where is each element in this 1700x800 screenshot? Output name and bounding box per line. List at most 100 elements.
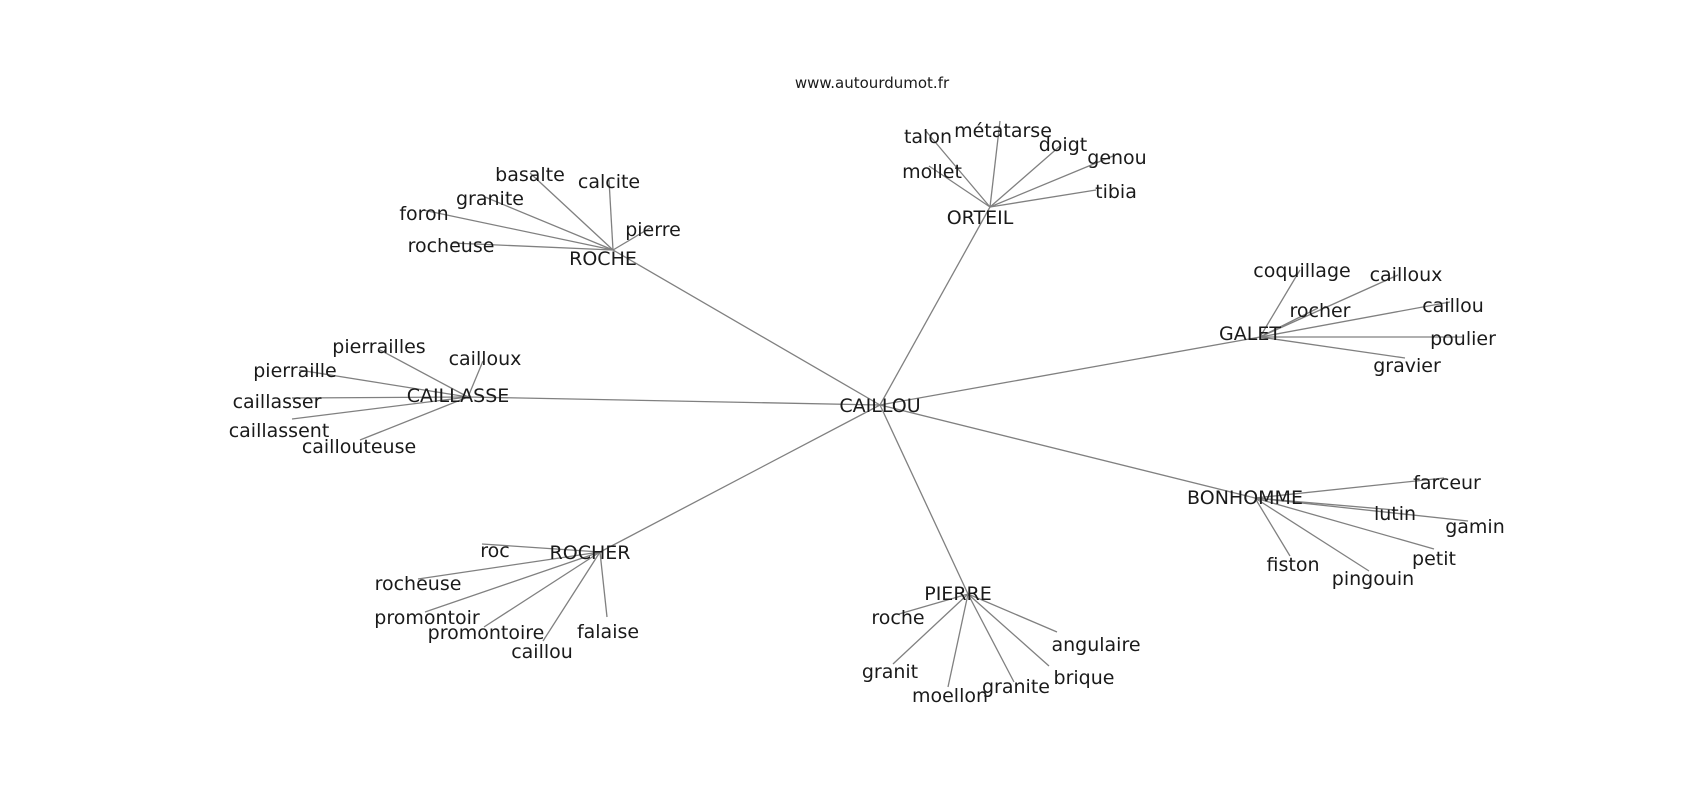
edge-bonhomme-2 <box>1254 497 1469 522</box>
hub-node-pierre[interactable]: PIERRE <box>924 583 991 605</box>
edge-pierre-0 <box>898 593 969 615</box>
edge-center-pierre <box>879 404 969 595</box>
word-node[interactable]: métatarse <box>954 120 1052 142</box>
edge-pierre-5 <box>967 593 1015 683</box>
edge-caillasse-1 <box>467 360 484 398</box>
center-word[interactable]: CAILLOU <box>839 395 920 417</box>
edge-pierre-4 <box>947 593 969 688</box>
word-node[interactable]: caillouteuse <box>302 436 416 458</box>
edge-galet-0 <box>1259 269 1301 338</box>
word-node[interactable]: petit <box>1412 548 1456 570</box>
edge-rocher-0 <box>481 543 601 553</box>
edge-galet-3 <box>1259 301 1451 338</box>
word-node[interactable]: pingouin <box>1332 568 1414 590</box>
hub-node-galet[interactable]: GALET <box>1219 323 1281 345</box>
word-node[interactable]: promontoir <box>374 607 480 629</box>
word-node[interactable]: angulaire <box>1051 634 1140 656</box>
edge-center-rocher <box>599 404 881 553</box>
word-node[interactable]: farceur <box>1413 472 1481 494</box>
word-node[interactable]: granite <box>982 676 1050 698</box>
edge-bonhomme-3 <box>1254 497 1435 550</box>
edge-rocher-2 <box>424 551 601 613</box>
edge-bonhomme-0 <box>1254 477 1445 499</box>
word-node[interactable]: basalte <box>495 164 565 186</box>
word-node[interactable]: gamin <box>1445 516 1505 538</box>
edge-galet-5 <box>1259 336 1406 359</box>
word-node[interactable]: fiston <box>1267 554 1320 576</box>
edge-rocher-1 <box>417 551 601 580</box>
word-node[interactable]: coquillage <box>1253 260 1350 282</box>
hub-node-bonhomme[interactable]: BONHOMME <box>1187 487 1303 509</box>
word-node[interactable]: rocher <box>1289 300 1350 322</box>
edge-caillasse-0 <box>379 349 469 398</box>
edge-orteil-2 <box>989 145 1061 208</box>
edge-pierre-3 <box>967 593 1050 667</box>
word-node[interactable]: tibia <box>1095 181 1137 203</box>
word-node[interactable]: genou <box>1087 147 1146 169</box>
word-node[interactable]: caillou <box>511 641 573 663</box>
word-node[interactable]: pierrailles <box>332 336 425 358</box>
edge-caillasse-4 <box>291 396 469 420</box>
word-node[interactable]: poulier <box>1430 328 1496 350</box>
word-node[interactable]: roche <box>871 607 924 629</box>
word-node[interactable]: cailloux <box>1370 264 1443 286</box>
hub-node-rocher[interactable]: ROCHER <box>550 542 631 564</box>
site-url[interactable]: www.autourdumot.fr <box>795 74 950 92</box>
edge-caillasse-3 <box>291 396 469 399</box>
hub-node-roche[interactable]: ROCHE <box>569 248 637 270</box>
word-node[interactable]: moellon <box>912 685 988 707</box>
word-node[interactable]: granite <box>456 188 524 210</box>
edge-center-orteil <box>879 206 991 406</box>
edge-roche-3 <box>422 209 614 251</box>
edge-caillasse-2 <box>298 369 469 398</box>
word-node[interactable]: caillasser <box>233 391 322 413</box>
word-node[interactable]: pierraille <box>253 360 337 382</box>
hub-node-caillasse[interactable]: CAILLASSE <box>407 385 510 407</box>
word-node[interactable]: rocheuse <box>375 573 462 595</box>
word-node[interactable]: promontoire <box>428 622 545 644</box>
edge-caillasse-5 <box>359 396 469 441</box>
edge-orteil-5 <box>989 189 1097 208</box>
edge-roche-4 <box>612 227 651 251</box>
word-node[interactable]: doigt <box>1039 134 1087 156</box>
edge-orteil-4 <box>928 165 991 208</box>
edge-bonhomme-4 <box>1254 497 1291 557</box>
edge-rocher-3 <box>483 551 601 628</box>
word-node[interactable]: rocheuse <box>408 235 495 257</box>
graph-edges <box>291 120 1469 688</box>
word-node[interactable]: caillassent <box>229 420 330 442</box>
cluster-pierre: roche angulaire granit brique moellongranite… <box>862 583 1141 707</box>
edge-pierre-2 <box>892 593 969 665</box>
word-node[interactable]: brique <box>1054 667 1115 689</box>
word-node[interactable]: granit <box>862 661 918 683</box>
edge-rocher-5 <box>542 551 601 642</box>
hub-node-orteil[interactable]: ORTEIL <box>947 207 1014 229</box>
edge-orteil-1 <box>989 120 1001 208</box>
word-node[interactable]: falaise <box>577 621 639 643</box>
word-node[interactable]: talon <box>904 126 952 148</box>
edge-bonhomme-5 <box>1254 497 1370 572</box>
edge-pierre-1 <box>967 593 1058 633</box>
edge-orteil-0 <box>924 129 991 208</box>
cluster-caillasse: pierrailles cailloux pierraille caillasser c… <box>229 336 522 458</box>
word-node[interactable]: pierre <box>625 219 681 241</box>
word-node[interactable]: mollet <box>902 161 962 183</box>
word-node[interactable]: roc <box>480 540 509 562</box>
word-node[interactable]: gravier <box>1373 355 1441 377</box>
edge-center-galet <box>879 336 1261 406</box>
cluster-galet: coquillage cailloux rocher caillou poulier gr… <box>1219 260 1496 377</box>
edge-rocher-4 <box>599 551 608 618</box>
word-node[interactable]: caillou <box>1422 295 1484 317</box>
cluster-roche: basalte calcite granite foron pierre rocheuse… <box>399 164 680 270</box>
edge-center-bonhomme <box>879 404 1256 499</box>
word-node[interactable]: foron <box>399 203 448 225</box>
word-node[interactable]: cailloux <box>449 348 522 370</box>
edge-orteil-3 <box>989 155 1114 208</box>
edge-center-roche <box>612 249 881 406</box>
word-node[interactable]: calcite <box>578 171 640 193</box>
word-node[interactable]: lutin <box>1374 503 1416 525</box>
